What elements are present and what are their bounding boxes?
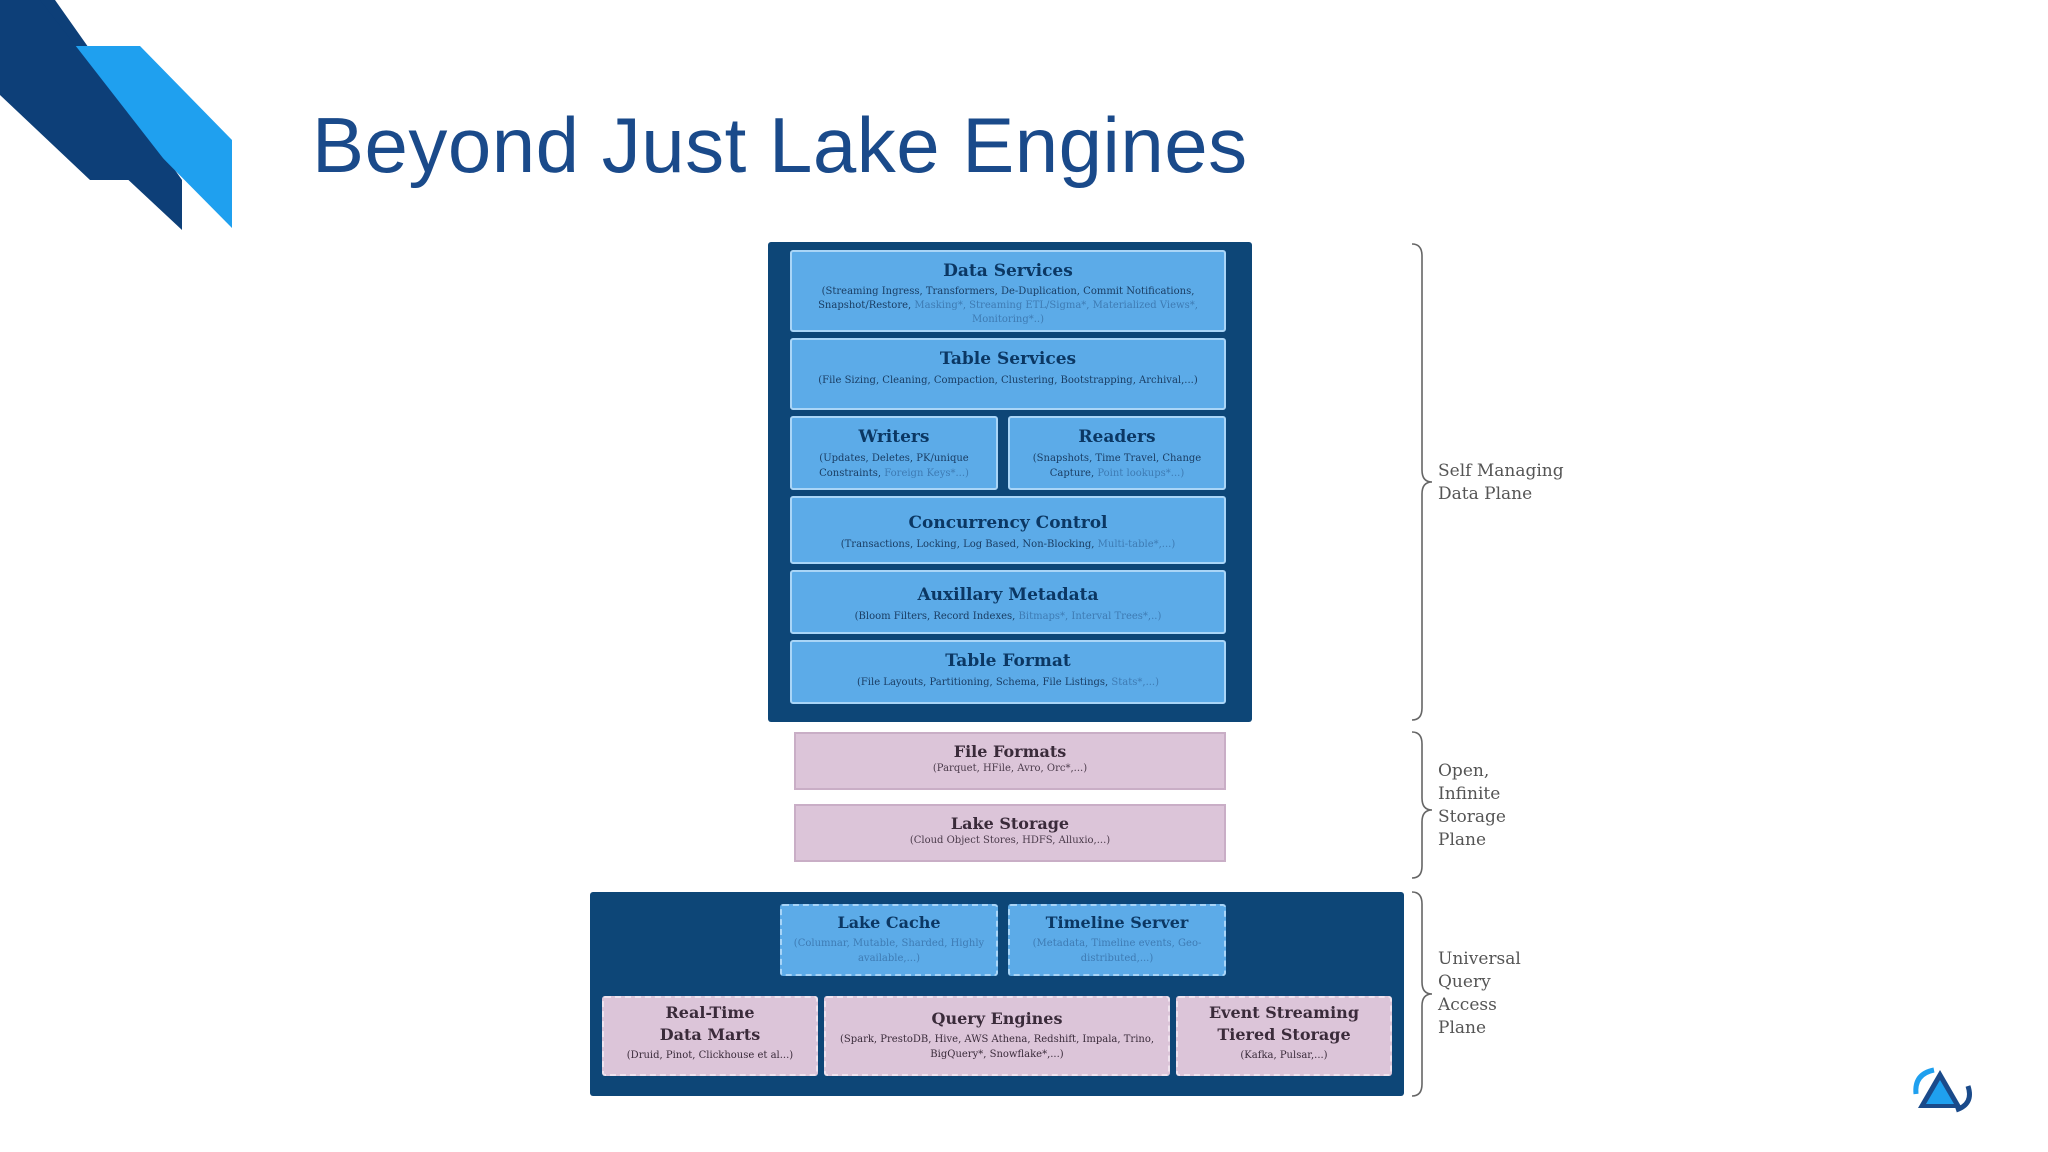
table-services-title: Table Services — [939, 349, 1077, 369]
real-time-sub: (Druid, Pinot, Clickhouse et al...) — [626, 1050, 794, 1061]
real-time-data-marts-box: Real-Time Data Marts (Druid, Pinot, Clic… — [602, 996, 818, 1076]
concurrency-control-title: Concurrency Control — [908, 513, 1108, 533]
file-formats-sub: (Parquet, HFile, Avro, Orc*,...) — [932, 763, 1088, 774]
label-query-line4: Plane — [1438, 1018, 1487, 1038]
readers-box: Readers (Snapshots, Time Travel, Change … — [1008, 416, 1226, 490]
auxillary-metadata-sub-faded: Bitmaps*, Interval Trees*,..) — [1018, 611, 1162, 622]
real-time-title-line1: Real-Time — [665, 1003, 755, 1022]
writers-sub-faded: Foreign Keys*...) — [884, 468, 969, 479]
query-engines-sub: (Spark, PrestoDB, Hive, AWS Athena, Reds… — [839, 1034, 1155, 1045]
table-services-box: Table Services (File Sizing, Cleaning, C… — [790, 338, 1226, 410]
self-managing-data-plane: Data Services (Streaming Ingress, Transf… — [768, 242, 1252, 722]
lake-cache-title: Lake Cache — [837, 913, 941, 932]
readers-sub: (Snapshots, Time Travel, Change Capture, — [1032, 453, 1202, 479]
timeline-server-title: Timeline Server — [1045, 913, 1189, 932]
table-format-sub: (File Layouts, Partitioning, Schema, Fil… — [856, 677, 1109, 688]
auxillary-metadata-sub: (Bloom Filters, Record Indexes, — [854, 611, 1016, 622]
file-formats-box: File Formats (Parquet, HFile, Avro, Orc*… — [794, 732, 1226, 790]
lake-storage-title: Lake Storage — [950, 814, 1070, 833]
readers-title: Readers — [1078, 427, 1156, 447]
query-engines-sub-faded: BigQuery*, Snowflake*,...) — [930, 1049, 1064, 1060]
label-query-line1: Universal — [1438, 949, 1521, 969]
label-query-line3: Access — [1438, 995, 1497, 1015]
corner-decoration-icon — [0, 0, 232, 230]
hudi-logo-icon — [1913, 1067, 1972, 1113]
label-query: Universal Query Access Plane — [1438, 948, 1521, 1040]
data-services-box: Data Services (Streaming Ingress, Transf… — [790, 250, 1226, 332]
query-engines-box: Query Engines (Spark, PrestoDB, Hive, AW… — [824, 996, 1170, 1076]
event-streaming-sub: (Kafka, Pulsar,...) — [1240, 1050, 1328, 1061]
table-services-sub: (File Sizing, Cleaning, Compaction, Clus… — [818, 375, 1198, 386]
auxillary-metadata-box: Auxillary Metadata (Bloom Filters, Recor… — [790, 570, 1226, 634]
query-engines-title: Query Engines — [931, 1009, 1063, 1028]
writers-sub: (Updates, Deletes, PK/unique Constraints… — [819, 453, 969, 479]
timeline-server-sub: (Metadata, Timeline events, Geo-distribu… — [1032, 938, 1202, 964]
lake-storage-box: Lake Storage (Cloud Object Stores, HDFS,… — [794, 804, 1226, 862]
brace-self-managing — [1411, 243, 1433, 721]
label-storage-line3: Storage — [1438, 807, 1506, 827]
label-self-managing-line1: Self Managing — [1438, 461, 1564, 481]
concurrency-control-box: Concurrency Control (Transactions, Locki… — [790, 496, 1226, 564]
slide-title: Beyond Just Lake Engines — [312, 101, 1248, 189]
brace-storage — [1411, 731, 1433, 879]
label-storage-line4: Plane — [1438, 830, 1487, 850]
label-self-managing: Self Managing Data Plane — [1438, 460, 1564, 506]
file-formats-title: File Formats — [953, 742, 1067, 761]
lake-storage-sub: (Cloud Object Stores, HDFS, Alluxio,...) — [909, 835, 1111, 846]
event-streaming-title-line2: Tiered Storage — [1217, 1025, 1351, 1044]
data-services-title: Data Services — [943, 261, 1073, 281]
auxillary-metadata-title: Auxillary Metadata — [917, 585, 1099, 605]
table-format-sub-faded: Stats*,...) — [1111, 677, 1160, 688]
timeline-server-box: Timeline Server (Metadata, Timeline even… — [1008, 904, 1226, 976]
lake-cache-sub: (Columnar, Mutable, Sharded, Highly avai… — [793, 938, 985, 964]
concurrency-control-sub-faded: Multi-table*,...) — [1097, 539, 1176, 550]
data-services-sub-faded: Masking*, Streaming ETL/Sigma*, Material… — [914, 300, 1198, 325]
lake-cache-box: Lake Cache (Columnar, Mutable, Sharded, … — [780, 904, 998, 976]
readers-sub-faded: Point lookups*...) — [1097, 468, 1185, 479]
label-storage-line1: Open, — [1438, 761, 1490, 781]
label-storage: Open, Infinite Storage Plane — [1438, 760, 1506, 852]
label-self-managing-line2: Data Plane — [1438, 484, 1533, 504]
label-query-line2: Query — [1438, 972, 1491, 992]
brace-query — [1411, 891, 1433, 1097]
writers-box: Writers (Updates, Deletes, PK/unique Con… — [790, 416, 998, 490]
writers-title: Writers — [858, 427, 930, 447]
event-streaming-box: Event Streaming Tiered Storage (Kafka, P… — [1176, 996, 1392, 1076]
table-format-box: Table Format (File Layouts, Partitioning… — [790, 640, 1226, 704]
real-time-title-line2: Data Marts — [659, 1025, 761, 1044]
table-format-title: Table Format — [945, 651, 1071, 671]
data-services-sub: (Streaming Ingress, Transformers, De-Dup… — [818, 286, 1195, 311]
event-streaming-title-line1: Event Streaming — [1208, 1003, 1359, 1022]
universal-query-access-plane: Lake Cache (Columnar, Mutable, Sharded, … — [590, 892, 1404, 1096]
concurrency-control-sub: (Transactions, Locking, Log Based, Non-B… — [840, 539, 1095, 550]
label-storage-line2: Infinite — [1438, 784, 1501, 804]
